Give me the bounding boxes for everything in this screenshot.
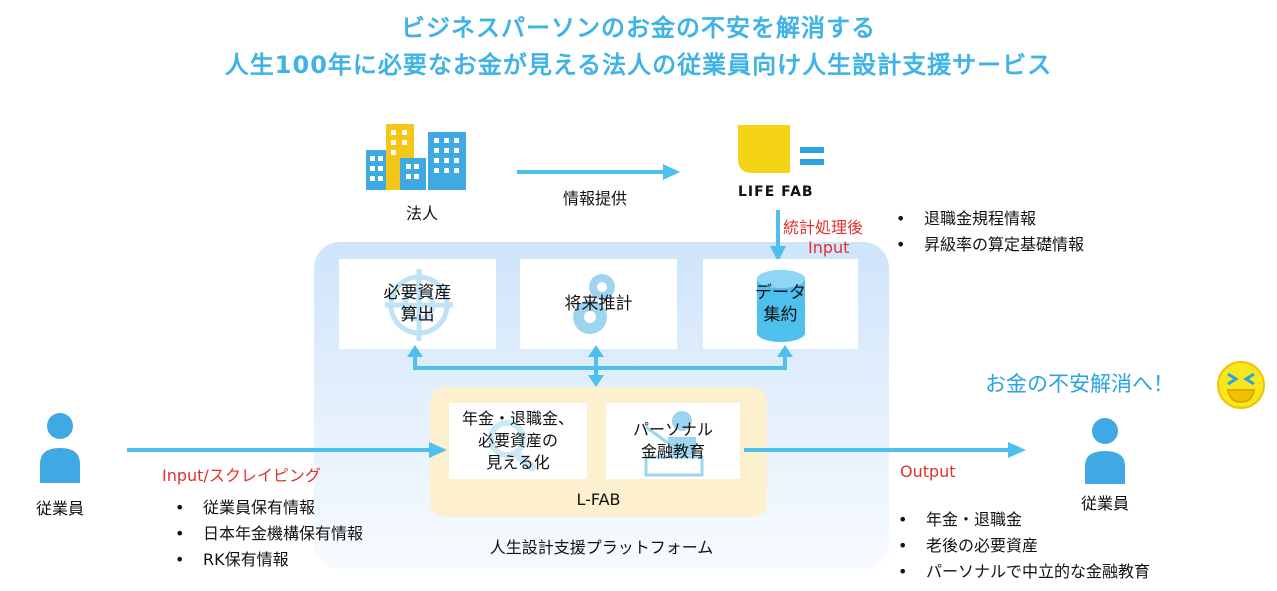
corp-info-list: 退職金規程情報 昇級率の算定基礎情報 — [896, 206, 1084, 258]
lfab-visualization-label: 年金・退職金、 必要資産の 見える化 — [461, 409, 574, 472]
lfab-visualization-card: 年金・退職金、 必要資産の 見える化 — [449, 403, 587, 479]
magnifier-icon — [488, 420, 538, 471]
module-label: 将来推計 — [564, 294, 633, 314]
list-item: 老後の必要資産 — [898, 533, 1150, 559]
list-item: パーソナルで中立的な金融教育 — [898, 559, 1150, 585]
output-arrow — [744, 442, 1026, 462]
database-icon — [757, 270, 805, 342]
corporation-label: 法人 — [405, 204, 438, 223]
list-item: 退職金規程情報 — [896, 206, 1084, 232]
info-provision-label: 情報提供 — [562, 189, 627, 208]
input-arrow — [127, 442, 447, 462]
relief-message: お金の不安解消へ！ — [985, 372, 1174, 396]
target-icon — [385, 269, 453, 341]
teacher-icon — [644, 411, 704, 477]
module-future-estimate: 将来推計 — [520, 259, 677, 349]
page-title-line1: ビジネスパーソンのお金の不安を解消する — [401, 14, 876, 42]
employee-info-list: 従業員保有情報 日本年金機構保有情報 RK保有情報 — [175, 495, 363, 573]
module-label: データ 集約 — [755, 283, 806, 325]
module-data-aggregate: データ 集約 — [703, 259, 858, 349]
list-item: 年金・退職金 — [898, 507, 1150, 533]
module-required-assets: 必要資産 算出 — [339, 259, 496, 349]
stats-input-arrow — [770, 210, 786, 266]
module-label: 必要資産 算出 — [383, 283, 452, 325]
laughing-face-icon — [1216, 360, 1266, 414]
platform-label: 人生設計支援プラットフォーム — [489, 538, 714, 557]
output-list: 年金・退職金 老後の必要資産 パーソナルで中立的な金融教育 — [898, 507, 1150, 585]
page-title-line2: 人生100年に必要なお金が見える法人の従業員向け人生設計支援サービス — [224, 51, 1053, 79]
employee-left-label: 従業員 — [35, 499, 84, 518]
list-item: RK保有情報 — [175, 547, 363, 573]
list-item: 昇級率の算定基礎情報 — [896, 232, 1084, 258]
lifefab-logo-text: LIFE FAB — [738, 184, 814, 200]
input-top-label: Input — [808, 238, 850, 257]
building-icon — [366, 124, 468, 194]
stats-processed-label: 統計処理後 — [783, 218, 864, 237]
lfab-label: L-FAB — [576, 490, 621, 509]
lifefab-logo-icon — [738, 125, 828, 189]
person-icon — [40, 408, 80, 487]
lfab-education-card: パーソナル 金融教育 — [606, 403, 740, 479]
employee-right-label: 従業員 — [1080, 494, 1129, 513]
person-icon — [1085, 414, 1125, 488]
input-scraping-label: Input/スクレイピング — [162, 466, 321, 485]
info-provision-arrow — [517, 164, 680, 184]
gear-icon — [573, 274, 615, 334]
lfab-education-label: パーソナル 金融教育 — [632, 420, 713, 461]
module-connector-icon — [404, 345, 804, 391]
list-item: 従業員保有情報 — [175, 495, 363, 521]
list-item: 日本年金機構保有情報 — [175, 521, 363, 547]
output-label: Output — [900, 462, 956, 481]
